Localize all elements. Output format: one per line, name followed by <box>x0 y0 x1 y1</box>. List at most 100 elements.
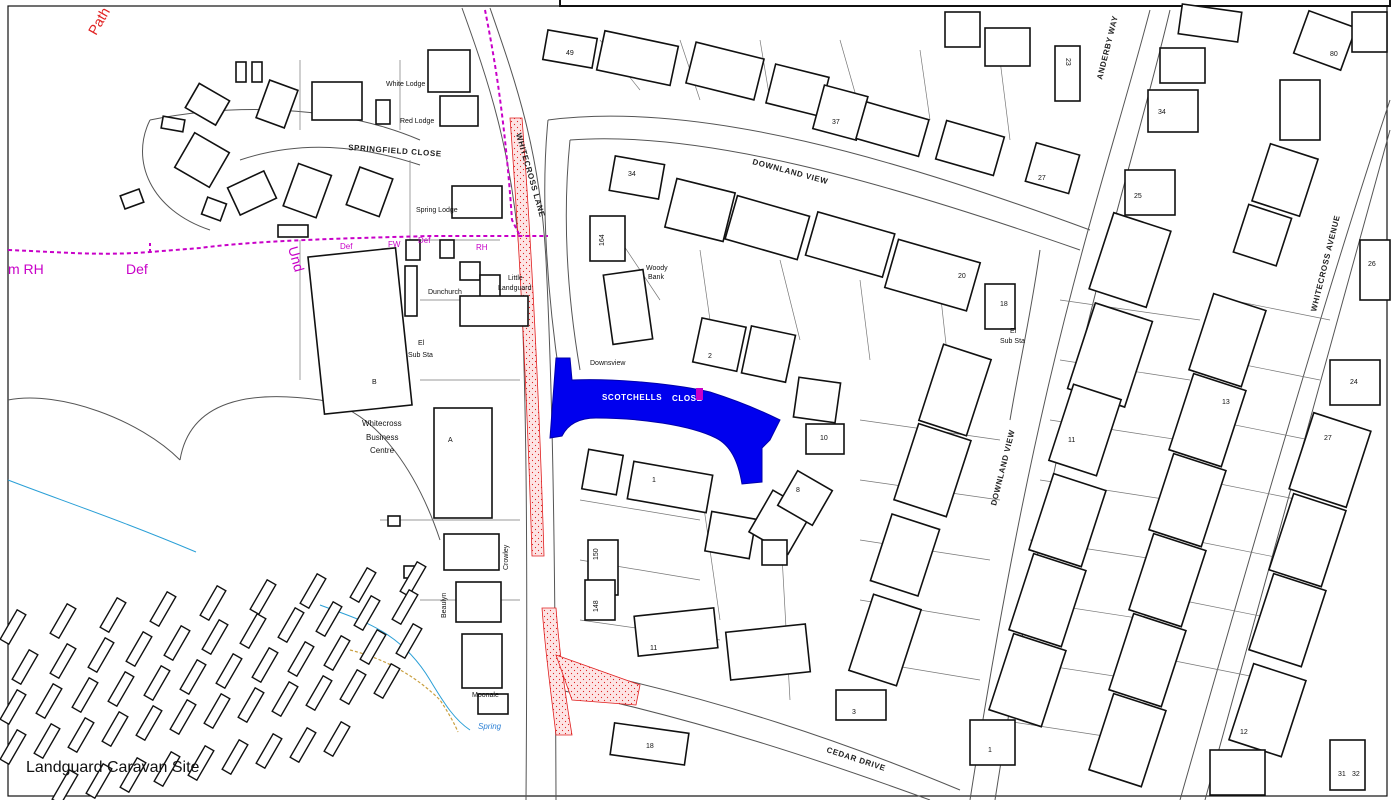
label-dunchurch: Dunchurch <box>428 289 462 296</box>
caravan-pitches <box>0 560 427 800</box>
svg-text:26: 26 <box>1368 261 1376 268</box>
caravan-pitch <box>299 572 327 610</box>
label-business: Business <box>366 433 398 442</box>
svg-text:1: 1 <box>652 477 656 484</box>
road-label-close: CLOSE <box>672 394 703 403</box>
caravan-pitch <box>203 692 231 730</box>
caravan-pitch <box>125 630 153 668</box>
svg-text:148: 148 <box>593 600 600 612</box>
caravan-pitch <box>33 722 61 760</box>
caravan-pitch <box>143 664 171 702</box>
svg-text:18: 18 <box>646 743 654 750</box>
road-label-scotchells: SCOTCHELLS <box>602 393 662 402</box>
svg-text:24: 24 <box>1350 379 1358 386</box>
caravan-pitch <box>237 686 265 724</box>
caravan-pitch <box>11 648 39 686</box>
svg-text:20: 20 <box>958 273 966 280</box>
row-label-fw: FW <box>388 240 401 249</box>
svg-text:1: 1 <box>988 747 992 754</box>
caravan-pitch <box>71 676 99 714</box>
caravan-pitch <box>201 618 229 656</box>
caravan-pitch <box>315 600 343 638</box>
svg-text:27: 27 <box>1324 435 1332 442</box>
svg-text:27: 27 <box>1038 175 1046 182</box>
caravan-pitch <box>0 688 27 726</box>
label-sub-sta-1: Sub Sta <box>408 352 433 359</box>
svg-text:37: 37 <box>832 119 840 126</box>
caravan-pitch <box>287 640 315 678</box>
caravan-pitch <box>399 560 427 598</box>
svg-text:12: 12 <box>1240 729 1248 736</box>
row-label-def-3: Def <box>418 236 431 245</box>
svg-text:18: 18 <box>1000 301 1008 308</box>
public-right-of-way <box>7 9 548 255</box>
label-spring-lodge: Spring Lodge <box>416 207 458 214</box>
caravan-pitch <box>87 636 115 674</box>
caravan-pitch <box>251 646 279 684</box>
caravan-pitch <box>373 662 401 700</box>
caravan-pitch <box>271 680 299 718</box>
site-label-landguard-caravan: Landguard Caravan Site <box>26 759 200 776</box>
caravan-pitch <box>249 578 277 616</box>
house-numbers: 49 37 27 23 34 25 80 26 34 164 20 18 2 1… <box>566 50 1376 778</box>
svg-text:150: 150 <box>593 548 600 560</box>
streams <box>7 479 471 733</box>
caravan-pitch <box>349 566 377 604</box>
label-unit-b: B <box>372 379 377 386</box>
caravan-pitch <box>67 716 95 754</box>
svg-text:23: 23 <box>1064 58 1071 66</box>
caravan-pitch <box>187 744 215 782</box>
caravan-pitch <box>239 612 267 650</box>
svg-text:164: 164 <box>599 234 606 246</box>
label-crowley: Crowley <box>503 544 510 570</box>
caravan-pitch <box>255 732 283 770</box>
caravan-pitch <box>289 726 317 764</box>
caravan-pitch <box>49 602 77 640</box>
caravan-pitch <box>153 750 181 788</box>
caravan-pitch <box>221 738 249 776</box>
caravan-pitch <box>391 588 419 626</box>
row-label-m-rh: m RH <box>8 261 44 277</box>
row-label-rh: RH <box>476 243 488 252</box>
label-woody: Woody <box>646 265 668 272</box>
caravan-pitch <box>135 704 163 742</box>
svg-text:11: 11 <box>1068 437 1075 444</box>
caravan-pitch <box>85 762 113 800</box>
caravan-pitch <box>359 628 387 666</box>
svg-text:49: 49 <box>566 50 574 57</box>
caravan-pitch <box>0 728 27 766</box>
label-el-1: El <box>418 340 425 347</box>
label-centre: Centre <box>370 446 395 455</box>
label-el-2: El <box>1010 328 1017 335</box>
site-marker <box>696 388 703 400</box>
caravan-pitch <box>149 590 177 628</box>
label-unit-a: A <box>448 437 453 444</box>
caravan-pitch <box>215 652 243 690</box>
caravan-pitch <box>323 634 351 672</box>
label-white-lodge: White Lodge <box>386 81 425 88</box>
caravan-pitch <box>353 594 381 632</box>
caravan-pitch <box>169 698 197 736</box>
label-spring: Spring <box>478 722 502 731</box>
label-little: Little <box>508 275 523 282</box>
svg-text:34: 34 <box>628 171 636 178</box>
caravan-pitch <box>119 756 147 794</box>
svg-text:32: 32 <box>1352 771 1360 778</box>
label-bank: Bank <box>648 274 664 281</box>
title-box-edge <box>559 0 1391 7</box>
label-whitecross: Whitecross <box>362 419 402 428</box>
caravan-pitch <box>323 720 351 758</box>
scotchells-close-highlight <box>549 357 781 485</box>
caravan-pitch <box>305 674 333 712</box>
label-sub-sta-2: Sub Sta <box>1000 338 1025 345</box>
row-label-def-1: Def <box>126 261 148 277</box>
caravan-pitch <box>199 584 227 622</box>
caravan-pitch <box>99 596 127 634</box>
svg-text:11: 11 <box>650 645 657 652</box>
svg-text:80: 80 <box>1330 51 1338 58</box>
building-footprints <box>119 3 1391 796</box>
caravan-pitch <box>0 608 27 646</box>
svg-text:8: 8 <box>796 487 800 494</box>
label-beaulyn: Beaulyn <box>441 593 448 618</box>
